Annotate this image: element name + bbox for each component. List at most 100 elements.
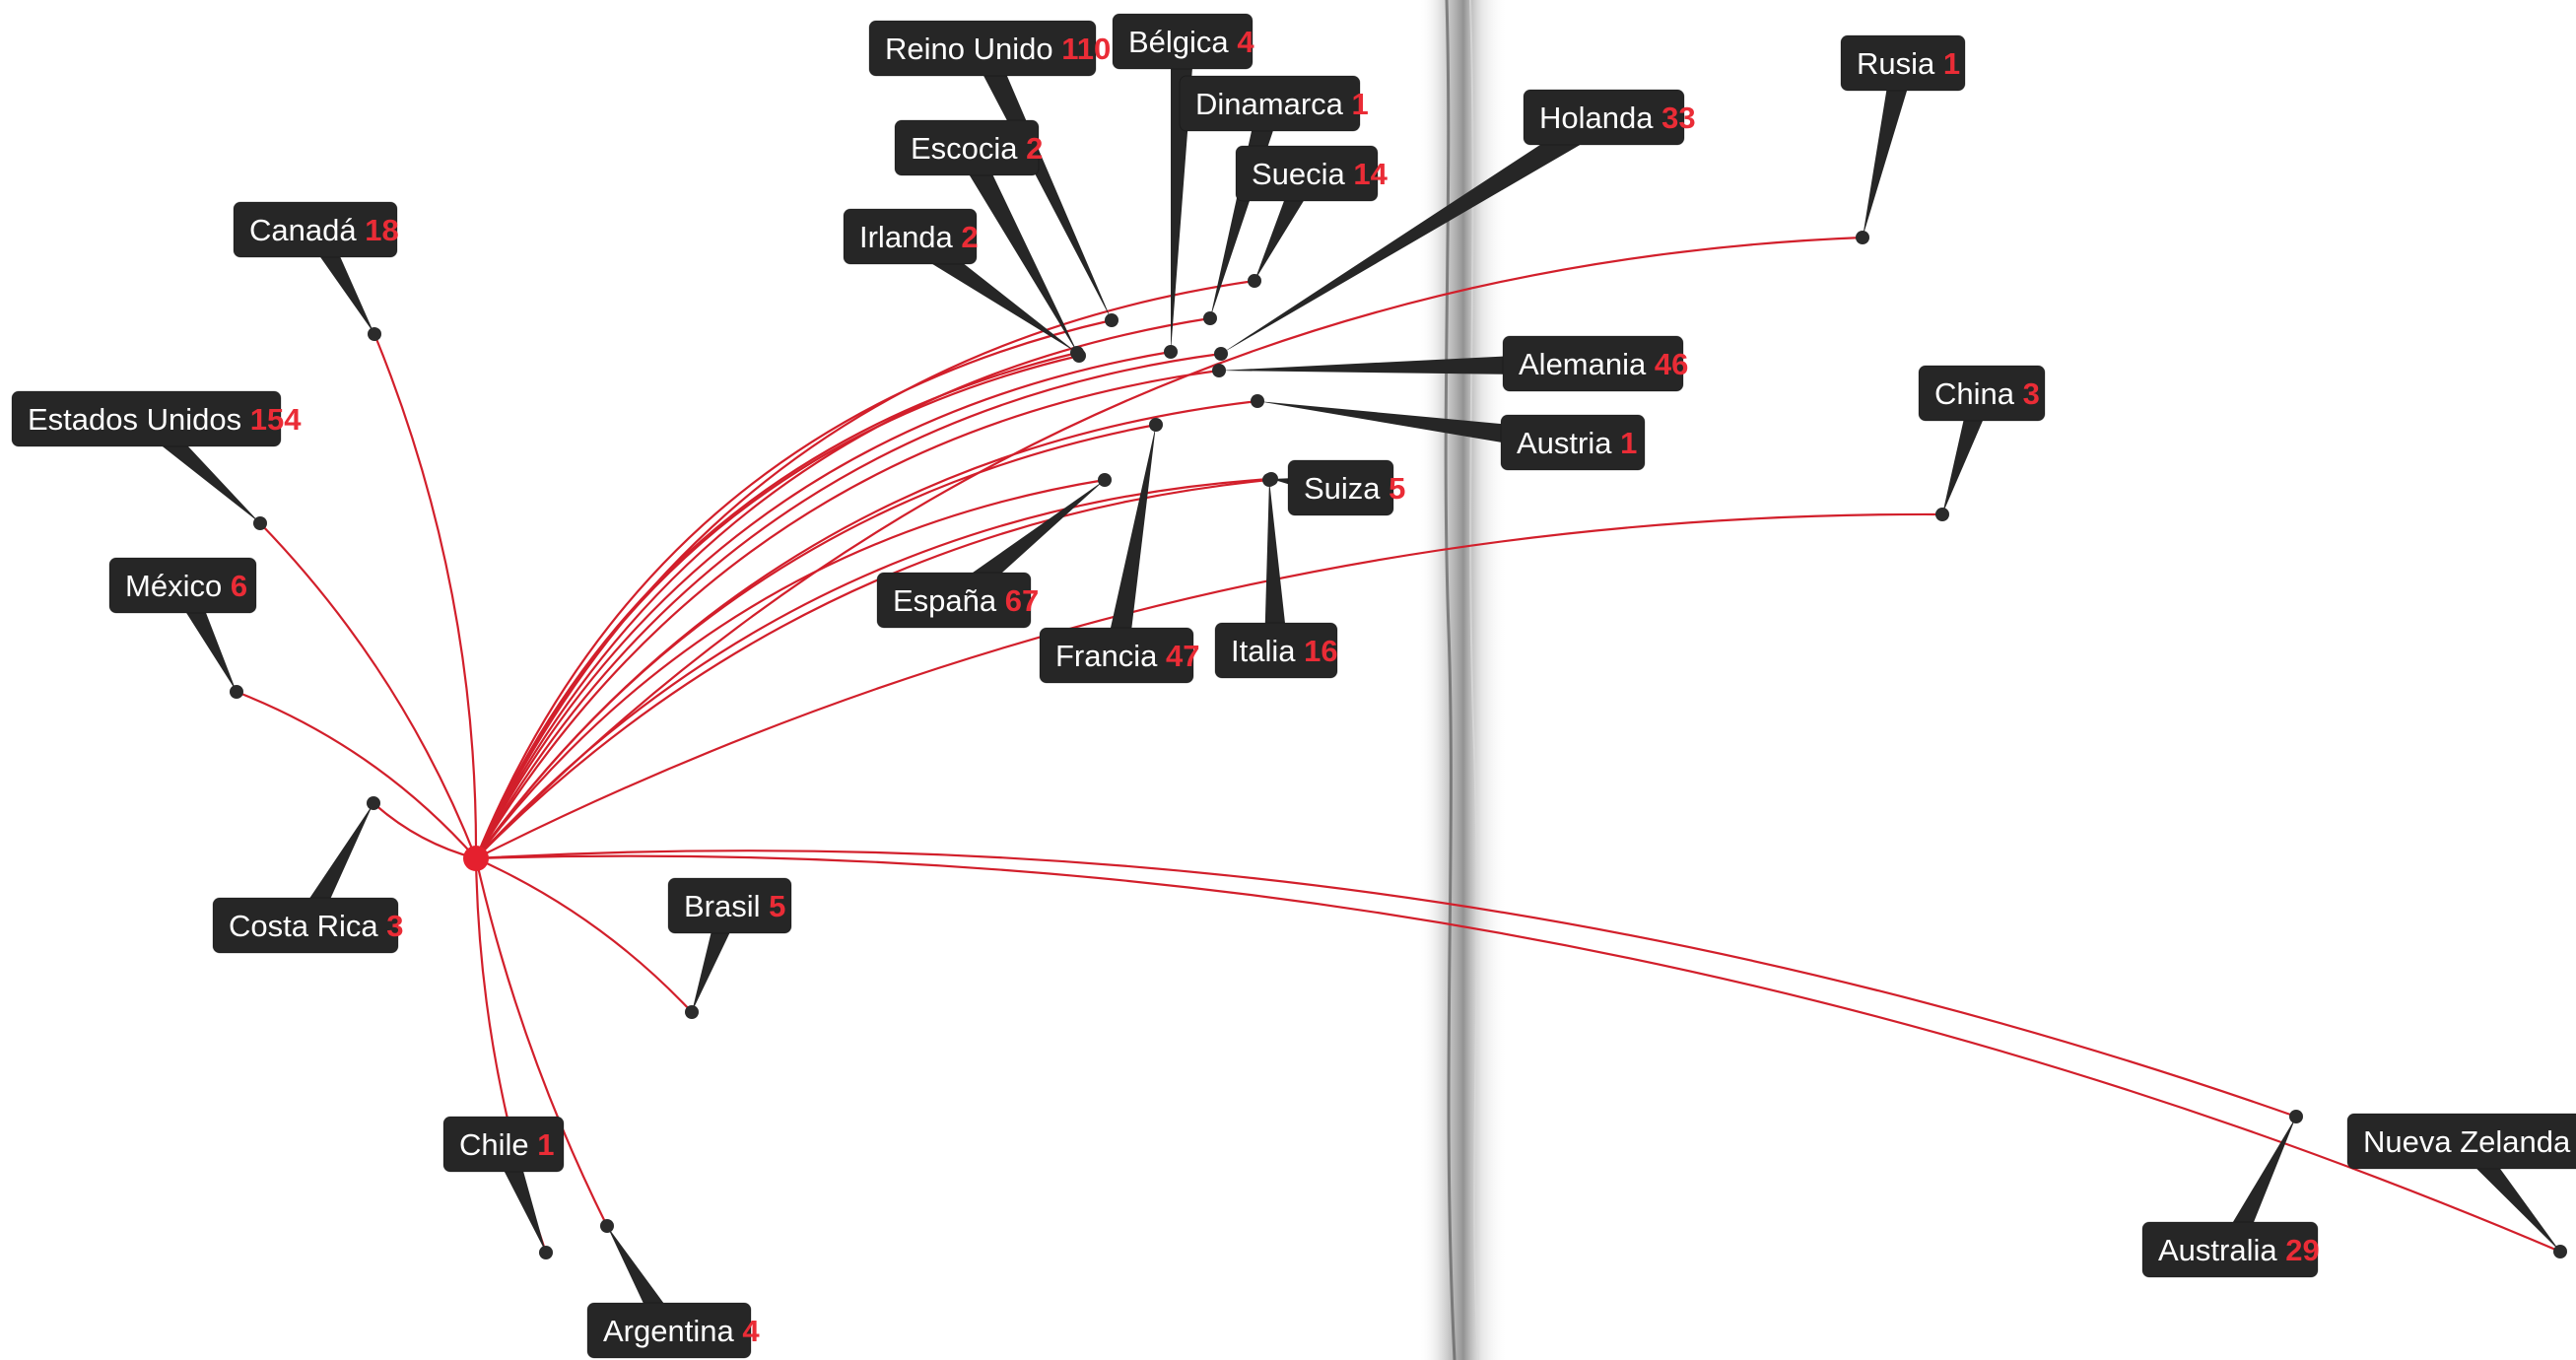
destination-count: 47 [1166, 639, 1199, 673]
country-label-rusia: Rusia 1 [1840, 34, 1966, 92]
route-line-italia [475, 478, 1270, 859]
country-label-text: Escocia 2 [911, 131, 1043, 166]
label-spacer [222, 569, 231, 603]
country-label-text: Italia 16 [1231, 634, 1338, 668]
destination-count: 3 [386, 909, 403, 943]
destination-count: 6 [231, 569, 247, 603]
country-name: Holanda [1539, 101, 1654, 135]
label-box [1502, 335, 1684, 392]
route-line-nueva-zelanda [475, 854, 2561, 1254]
label-box [1214, 622, 1338, 679]
destination-dot-irlanda [1070, 346, 1084, 360]
label-box [108, 557, 257, 614]
route-line-suecia [475, 279, 1255, 859]
leader-italia [1264, 480, 1288, 651]
country-name: Austria [1517, 426, 1612, 460]
country-name: Reino Unido [885, 32, 1053, 66]
country-name: Irlanda [859, 220, 954, 254]
route-line-reino-unido [474, 318, 1113, 859]
country-name: Italia [1231, 634, 1296, 668]
country-label-text: Estados Unidos 154 [28, 402, 302, 437]
country-label-reino-unido: Reino Unido 110 [868, 20, 1111, 77]
destination-count: 154 [250, 402, 302, 437]
destination-dot-rusia [1856, 231, 1869, 244]
destination-dot-brasil [685, 1005, 699, 1019]
label-spacer [996, 583, 1005, 618]
country-label-costa-rica: Costa Rica 3 [212, 897, 403, 954]
leader-australia [2219, 1117, 2296, 1256]
leader-escocia [956, 142, 1079, 356]
route-line-china [475, 512, 1943, 859]
country-name: Francia [1055, 639, 1158, 673]
destination-count: 3 [2023, 376, 2040, 411]
country-label-text: Irlanda 2 [859, 220, 979, 254]
destination-count: 4 [1237, 25, 1254, 59]
country-label-chile: Chile 1 [442, 1116, 565, 1173]
route-line-estados-unidos [259, 522, 478, 859]
label-box [1500, 414, 1646, 471]
country-label-text: China 3 [1934, 376, 2040, 411]
route-line-chile [474, 857, 548, 1254]
country-label-estados-unidos: Estados Unidos 154 [11, 390, 302, 447]
country-label-text: Argentina 4 [603, 1314, 760, 1348]
country-name: Argentina [603, 1314, 734, 1348]
route-line-espana [475, 478, 1106, 859]
country-label-text: Chile 1 [459, 1127, 555, 1162]
destination-dot-austria [1251, 394, 1264, 408]
label-box [868, 20, 1097, 77]
country-label-espana: España 67 [876, 572, 1039, 629]
destination-dot-costa-rica [367, 796, 380, 810]
destination-count: 5 [1389, 471, 1405, 506]
route-lines [236, 236, 2561, 1254]
country-label-text: Holanda 33 [1539, 101, 1696, 135]
route-line-costa-rica [373, 802, 477, 860]
label-spacer [1018, 131, 1027, 166]
destination-count: 29 [2285, 1233, 2319, 1267]
country-name: México [125, 569, 222, 603]
country-label-brasil: Brasil 5 [667, 877, 792, 934]
country-label-suecia: Suecia 14 [1235, 145, 1389, 202]
destination-dot-alemania [1212, 364, 1226, 377]
destination-dot-nueva-zelanda [2553, 1245, 2567, 1258]
route-line-holanda [475, 352, 1222, 859]
country-label-text: Reino Unido 110 [885, 32, 1111, 66]
country-name: China [1934, 376, 2015, 411]
country-label-francia: Francia 47 [1039, 627, 1199, 684]
country-label-alemania: Alemania 46 [1502, 335, 1688, 392]
country-name: Australia [2158, 1233, 2277, 1267]
label-spacer [1295, 634, 1304, 668]
route-line-dinamarca [475, 316, 1211, 859]
label-spacer [241, 402, 250, 437]
country-label-text: España 67 [893, 583, 1039, 618]
label-box [212, 897, 399, 954]
country-label-text: Alemania 46 [1519, 347, 1688, 381]
route-line-suiza [475, 477, 1272, 859]
country-label-text: Suiza 5 [1304, 471, 1405, 506]
route-line-belgica [475, 350, 1172, 859]
leader-dinamarca [1210, 100, 1282, 318]
country-label-text: Bélgica 4 [1128, 25, 1254, 59]
destination-dot-china [1935, 508, 1949, 521]
destination-dots [230, 231, 2567, 1259]
country-label-australia: Australia 29 [2141, 1221, 2320, 1278]
label-box [233, 201, 398, 258]
country-label-text: Francia 47 [1055, 639, 1199, 673]
destination-count: 1 [1943, 46, 1960, 81]
country-label-text: Australia 29 [2158, 1233, 2320, 1267]
destination-dot-dinamarca [1203, 311, 1217, 325]
country-label-text: Dinamarca 1 [1195, 87, 1369, 121]
country-name: Dinamarca [1195, 87, 1344, 121]
destination-count: 14 [1353, 157, 1388, 191]
country-label-suiza: Suiza 5 [1287, 459, 1405, 516]
label-spacer [2014, 376, 2023, 411]
country-label-china: China 3 [1918, 365, 2046, 422]
destination-count: 4 [742, 1314, 760, 1348]
destination-dot-mexico [230, 685, 243, 699]
label-box [1523, 89, 1685, 146]
destination-dot-argentina [600, 1219, 614, 1233]
destination-count: 2 [1026, 131, 1043, 166]
route-line-brasil [475, 856, 693, 1013]
route-line-alemania [475, 369, 1220, 859]
label-box [1179, 75, 1361, 132]
